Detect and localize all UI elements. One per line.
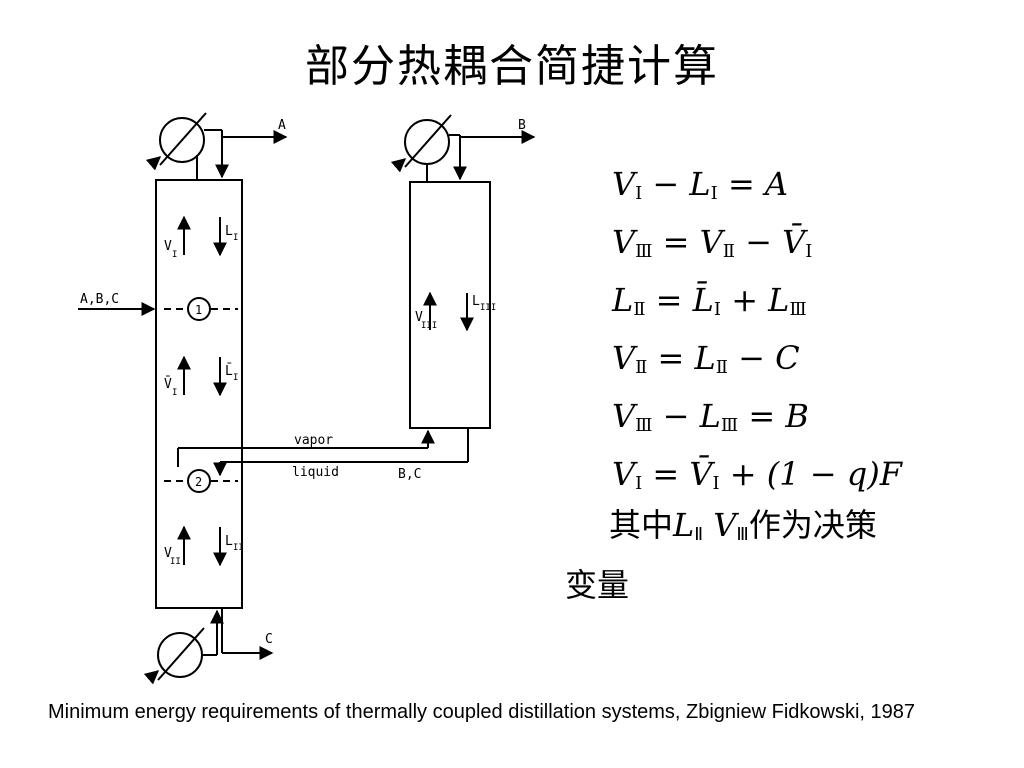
svg-text:I: I [233, 373, 238, 383]
svg-text:III: III [480, 303, 496, 313]
stage-2-label: 2 [195, 475, 202, 489]
side-column [409, 181, 491, 429]
flow-vbar1: V̄ [164, 377, 172, 392]
page-title: 部分热耦合简捷计算 [305, 41, 719, 92]
equation-1: VⅠ − LⅠ = A [612, 165, 789, 204]
label-B: B [518, 118, 526, 133]
stage-1-label: 1 [195, 303, 202, 317]
svg-text:III: III [421, 321, 437, 331]
svg-text:I: I [233, 233, 238, 243]
svg-text:I: I [172, 388, 177, 398]
distillation-diagram: A B C A,B,C 1 2 vapor liquid B,C V I L I… [78, 112, 536, 685]
flow-l3: L [472, 294, 480, 309]
label-feed: A,B,C [80, 292, 119, 307]
main-column [155, 179, 243, 609]
condenser-main-icon [159, 117, 205, 163]
flow-v1: V [164, 239, 172, 254]
label-C: C [265, 632, 273, 647]
equation-3: LⅡ = L̄Ⅰ + LⅢ [612, 281, 807, 320]
label-side-product: B,C [398, 467, 421, 482]
citation: Minimum energy requirements of thermally… [48, 701, 916, 723]
flow-l2: L [225, 534, 233, 549]
label-A: A [278, 118, 286, 133]
equation-list: VⅠ − LⅠ = A VⅢ = VⅡ − V̄Ⅰ LⅡ = L̄Ⅰ + LⅢ … [612, 160, 1012, 508]
label-vapor: vapor [294, 433, 333, 448]
flow-v3: V [415, 310, 423, 325]
svg-text:II: II [170, 557, 181, 567]
equation-5: VⅢ − LⅢ = B [612, 397, 809, 436]
svg-text:I: I [172, 250, 177, 260]
flow-lbar1: L̄ [225, 364, 233, 379]
decision-variable-note: 其中LⅡ VⅢ作为决策 变量 [565, 506, 877, 604]
stage-1-marker [187, 297, 211, 321]
flow-l1: L [225, 224, 233, 239]
flow-v2: V [164, 546, 172, 561]
equation-2: VⅢ = VⅡ − V̄Ⅰ [612, 223, 813, 262]
stage-2-marker [187, 469, 211, 493]
svg-text:II: II [233, 543, 244, 553]
equation-4: VⅡ = LⅡ − C [612, 339, 800, 378]
equation-6: VⅠ = V̄Ⅰ + (1 − q)F [612, 455, 902, 494]
label-liquid: liquid [292, 465, 339, 480]
